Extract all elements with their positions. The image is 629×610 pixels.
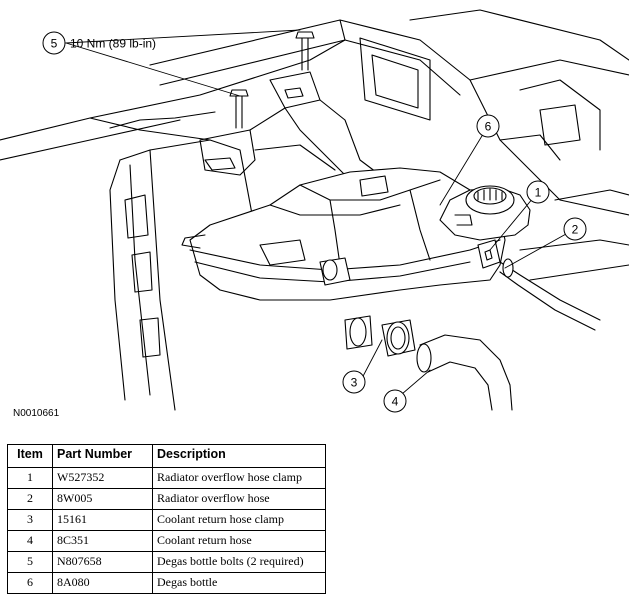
cell-description: Radiator overflow hose	[152, 488, 326, 510]
callout-2: 2	[563, 217, 587, 241]
callout-1-number: 1	[535, 186, 542, 200]
cell-description: Coolant return hose	[152, 530, 326, 552]
figure-id: N0010661	[13, 408, 60, 419]
cell-item: 2	[7, 488, 53, 510]
callout-3: 3	[342, 370, 366, 394]
cell-part-number: 15161	[52, 509, 153, 531]
cell-item: 4	[7, 530, 53, 552]
table-row: 5 N807658 Degas bottle bolts (2 required…	[7, 551, 326, 573]
cell-description: Degas bottle bolts (2 required)	[152, 551, 326, 573]
cell-item: 3	[7, 509, 53, 531]
callout-4-number: 4	[392, 395, 399, 409]
table-row: 2 8W005 Radiator overflow hose	[7, 488, 326, 510]
callout-5-number: 5	[51, 37, 58, 51]
callout-2-number: 2	[572, 223, 579, 237]
callout-6: 6	[476, 114, 500, 138]
callout-6-number: 6	[485, 120, 492, 134]
cell-part-number: 8W005	[52, 488, 153, 510]
leader-lines	[65, 29, 576, 401]
cell-description: Degas bottle	[152, 572, 326, 594]
cell-part-number: 8A080	[52, 572, 153, 594]
parts-table: Item Part Number Description 1 W527352 R…	[7, 444, 326, 594]
table-row: 3 15161 Coolant return hose clamp	[7, 509, 326, 531]
cell-part-number: 8C351	[52, 530, 153, 552]
cell-part-number: N807658	[52, 551, 153, 573]
return-hose-assembly	[344, 315, 513, 411]
header-part-number: Part Number	[52, 444, 153, 468]
diagram-svg: 5 10 Nm (89 lb-in) 6 1 2 3 4 N0010661	[0, 9, 629, 419]
callout-3-number: 3	[351, 376, 358, 390]
cell-item: 1	[7, 467, 53, 489]
table-row: 1 W527352 Radiator overflow hose clamp	[7, 467, 326, 489]
table-row: 4 8C351 Coolant return hose	[7, 530, 326, 552]
vehicle-frame	[0, 9, 629, 411]
cell-item: 6	[7, 572, 53, 594]
table-header-row: Item Part Number Description	[7, 444, 326, 468]
header-item: Item	[7, 444, 53, 468]
callout-4: 4	[383, 389, 407, 413]
torque-spec: 10 Nm (89 lb-in)	[70, 37, 156, 51]
degas-bottle	[181, 167, 531, 301]
cell-part-number: W527352	[52, 467, 153, 489]
overflow-hose-assembly	[477, 239, 601, 331]
table-row: 6 8A080 Degas bottle	[7, 572, 326, 594]
cell-description: Coolant return hose clamp	[152, 509, 326, 531]
header-description: Description	[152, 444, 326, 468]
cell-item: 5	[7, 551, 53, 573]
callout-1: 1	[526, 180, 550, 204]
degas-bottle-diagram: 5 10 Nm (89 lb-in) 6 1 2 3 4 N0010661	[0, 9, 629, 419]
callout-5: 5	[42, 31, 66, 55]
cell-description: Radiator overflow hose clamp	[152, 467, 326, 489]
